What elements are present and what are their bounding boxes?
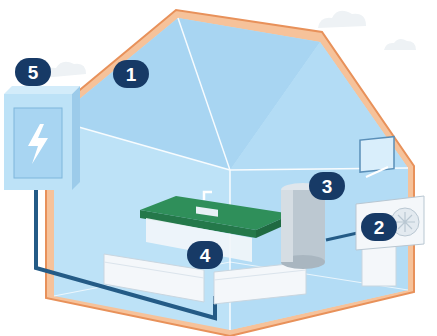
callout-number: 5 [15,58,51,86]
callout-number: 1 [113,60,149,88]
callout-number: 4 [187,241,223,269]
callout-number: 3 [309,172,345,200]
callout-number: 2 [361,213,397,241]
